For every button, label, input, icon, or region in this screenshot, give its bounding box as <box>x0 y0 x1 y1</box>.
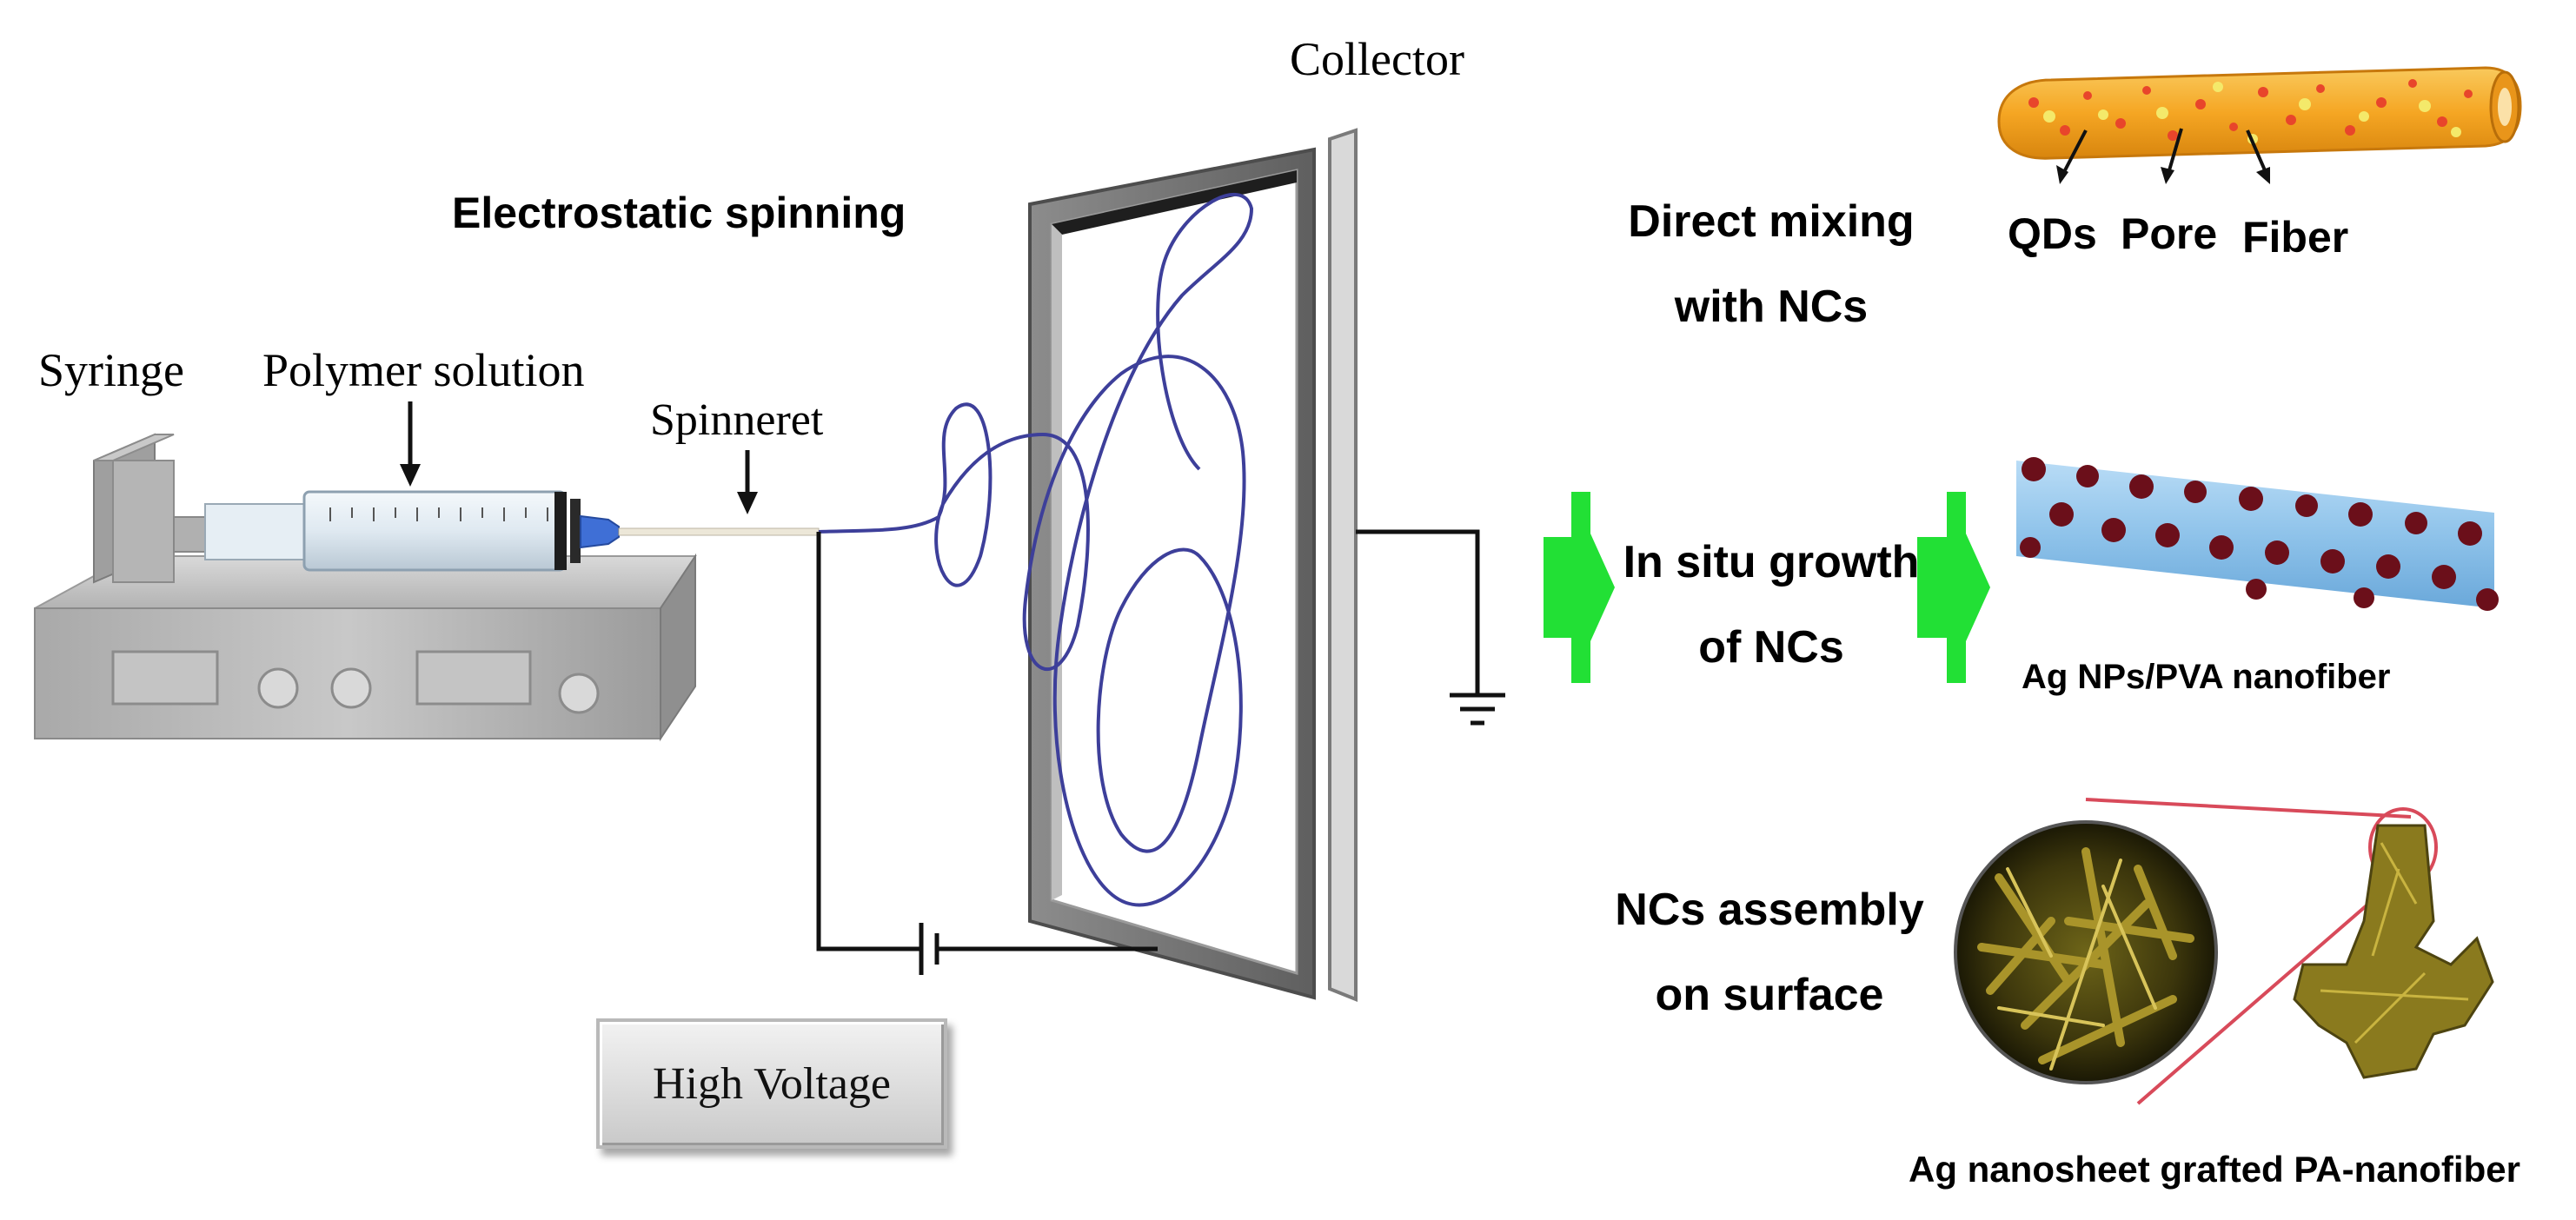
annotation-arrows <box>400 401 758 514</box>
syringe-label: Syringe <box>38 344 184 396</box>
pva-fiber-illustration <box>2016 457 2499 611</box>
electrostatic-spinning-label: Electrostatic spinning <box>452 189 906 237</box>
ag-nanosheet-label: Ag nanosheet grafted PA-nanofiber <box>1909 1149 2520 1190</box>
pore-label: Pore <box>2121 209 2217 258</box>
fiber-jet-path <box>818 192 1254 907</box>
syringe <box>204 490 820 572</box>
direct-mixing-label-2: with NCs <box>1674 282 1868 332</box>
pump-knob <box>257 667 299 709</box>
direct-mixing-label-1: Direct mixing <box>1628 196 1914 247</box>
spinneret-label: Spinneret <box>650 395 824 445</box>
pump-panel-right <box>415 650 532 706</box>
qds-label: QDs <box>2008 209 2097 258</box>
collector <box>1028 128 1358 1002</box>
in-situ-growth-label-1: In situ growth <box>1623 537 1920 587</box>
high-voltage-box: High Voltage <box>596 1018 947 1149</box>
green-arrow-icon <box>1544 492 1615 683</box>
ag-nanosheet-illustration <box>1954 798 2494 1105</box>
high-voltage-label: High Voltage <box>653 1058 891 1109</box>
qd-fiber-illustration <box>1997 66 2522 184</box>
fiber-label: Fiber <box>2242 213 2348 262</box>
nc-assembly-label-2: on surface <box>1656 970 1884 1020</box>
collector-label: Collector <box>1290 33 1464 85</box>
syringe-pump <box>34 433 697 742</box>
polymer-solution-label: Polymer solution <box>262 344 585 396</box>
diagram-labels: Collector Electrostatic spinning Syringe… <box>38 33 2520 1190</box>
circuit-wiring <box>816 529 1505 975</box>
green-arrow-icon <box>1917 492 1990 683</box>
nc-assembly-label-1: NCs assembly <box>1615 885 1924 935</box>
pump-knob <box>558 673 600 714</box>
ag-nps-pva-label: Ag NPs/PVA nanofiber <box>2022 658 2391 696</box>
pump-knob <box>330 667 372 709</box>
in-situ-growth-label-2: of NCs <box>1698 622 1844 673</box>
pump-panel-left <box>111 650 219 706</box>
